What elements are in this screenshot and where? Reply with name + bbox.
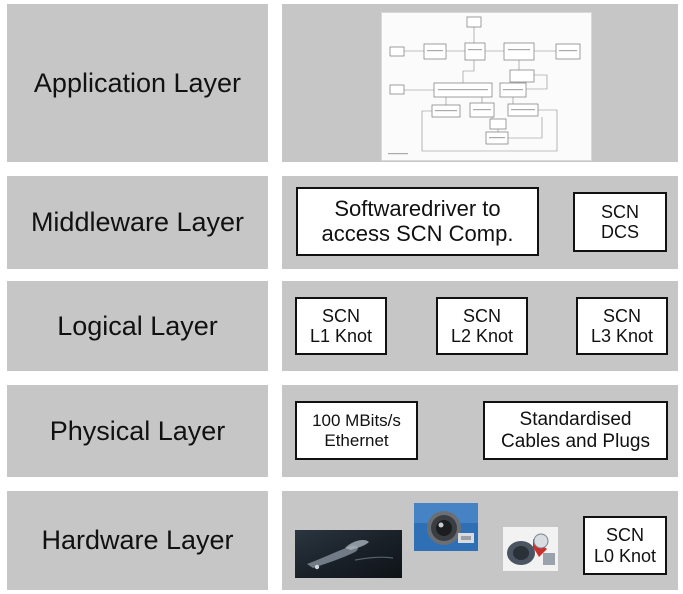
hardware-layer-label: Hardware Layer <box>41 525 234 555</box>
scn-l3-line-2: L3 Knot <box>590 326 654 346</box>
middleware-layer-cell <box>7 176 268 269</box>
hardware-photo-camera <box>414 503 478 551</box>
scn-l0-line-1: SCN <box>605 525 644 546</box>
scn-l2-line-2: L2 Knot <box>450 326 514 346</box>
ethernet-line-2: Ethernet <box>324 430 389 450</box>
flowchart-drawing <box>388 16 581 155</box>
scn-dcs-line-2: DCS <box>600 222 639 242</box>
cables-line-1: Standardised <box>519 409 632 431</box>
scn-dcs-line-1: SCN <box>600 201 639 222</box>
scn-l2-line-1: SCN <box>462 305 501 326</box>
scn-l0-knot-box: SCN L0 Knot <box>583 516 667 575</box>
cables-line-2: Cables and Plugs <box>501 430 650 452</box>
softwaredriver-line-1: Softwaredriver to <box>334 195 501 221</box>
softwaredriver-box: Softwaredriver to access SCN Comp. <box>296 187 539 256</box>
softwaredriver-line-2: access SCN Comp. <box>321 220 514 246</box>
logical-layer-label: Logical Layer <box>57 310 218 341</box>
scn-l1-line-1: SCN <box>321 305 360 326</box>
scn-dcs-box: SCN DCS <box>573 192 667 252</box>
middleware-layer-label: Middleware Layer <box>30 207 245 237</box>
scn-l3-knot-box: SCN L3 Knot <box>576 297 668 355</box>
scn-l0-line-2: L0 Knot <box>593 545 657 566</box>
application-flowchart <box>381 12 592 161</box>
hardware-photo-sensor <box>503 527 558 571</box>
physical-layer-label: Physical Layer <box>49 415 226 446</box>
ethernet-box: 100 MBits/s Ethernet <box>295 401 418 460</box>
scn-l1-knot-box: SCN L1 Knot <box>295 297 387 355</box>
hardware-layer-cell <box>7 491 268 590</box>
hardware-photo-dark <box>295 530 402 578</box>
application-layer-cell <box>7 4 268 162</box>
logical-layer-cell <box>7 281 268 371</box>
physical-layer-cell <box>7 385 268 477</box>
application-layer-label: Application Layer <box>33 67 242 98</box>
scn-l2-knot-box: SCN L2 Knot <box>436 297 528 355</box>
ethernet-line-1: 100 MBits/s <box>312 411 401 431</box>
cables-plugs-box: Standardised Cables and Plugs <box>483 401 668 460</box>
scn-l1-line-2: L1 Knot <box>309 326 373 346</box>
scn-l3-line-1: SCN <box>602 305 641 326</box>
